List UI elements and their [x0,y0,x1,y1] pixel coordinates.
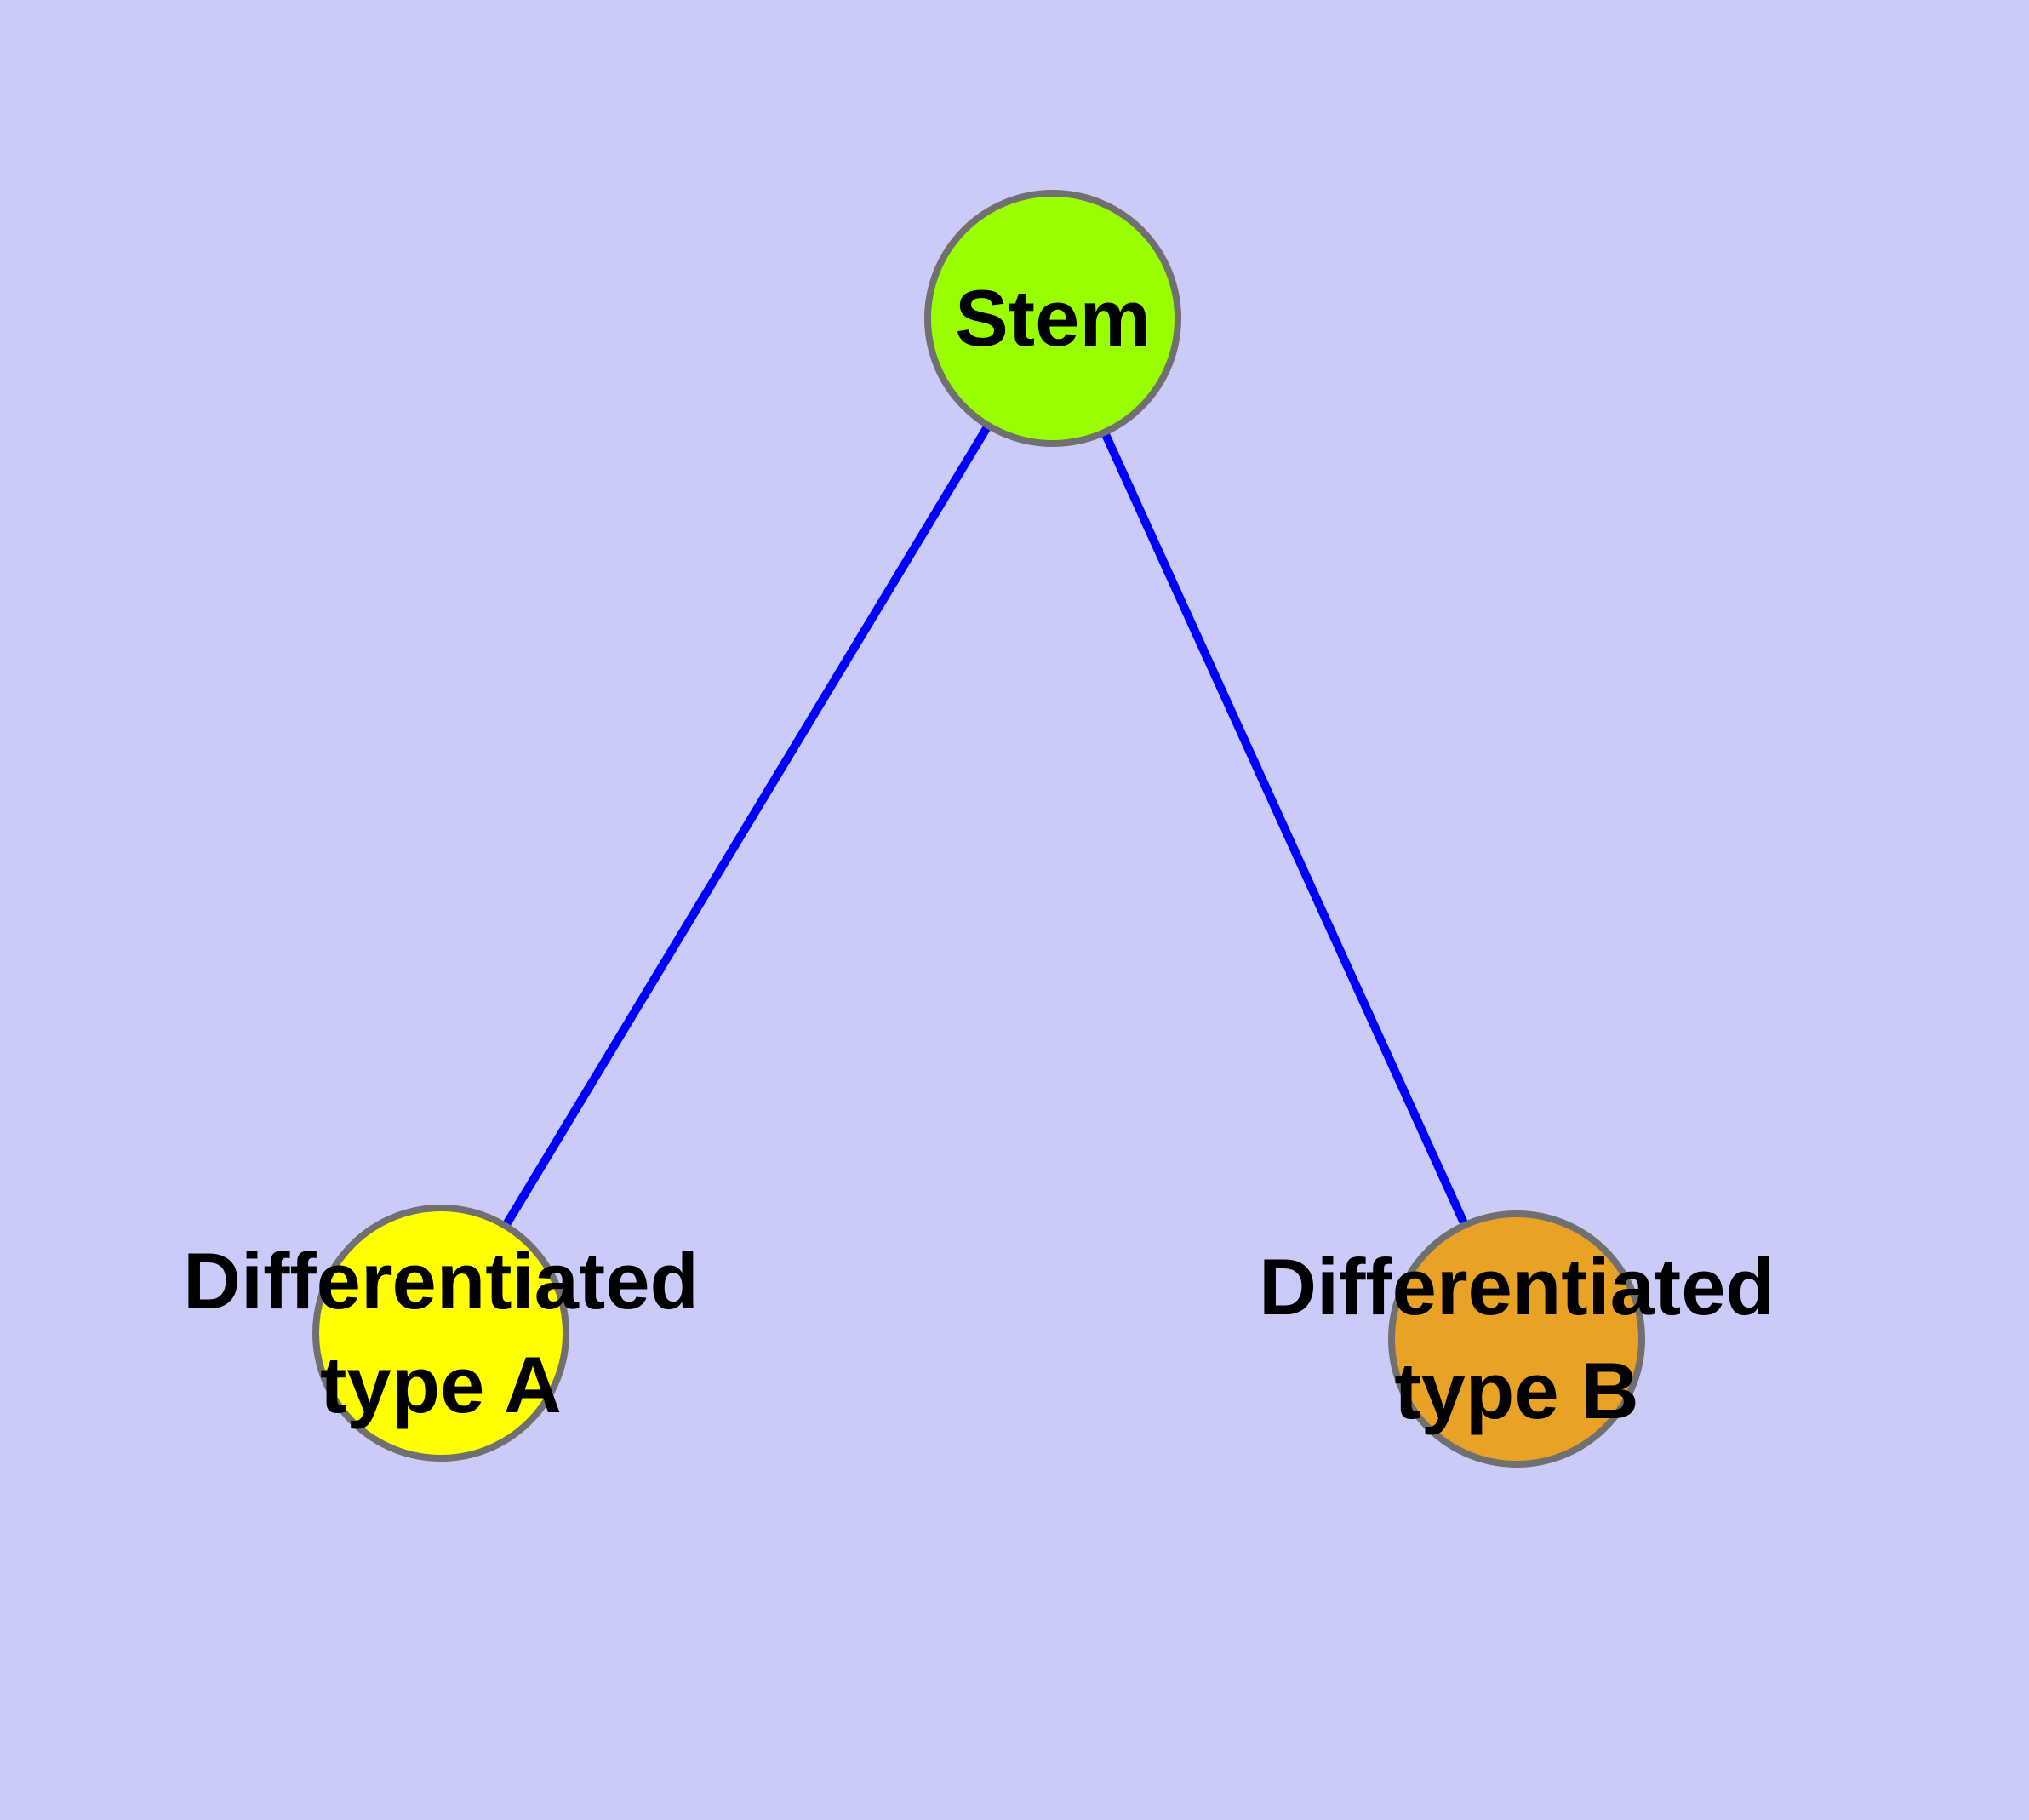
node-differentiated-type-b: Differentiated type B [1259,1210,1775,1468]
node-type-b-label-line2: type B [1394,1346,1639,1435]
node-differentiated-type-a: Differentiated type A [183,1205,699,1462]
edge-stem-to-type-a [437,316,1057,1336]
node-type-b-label-line1: Differentiated [1259,1241,1775,1331]
node-type-a-label-line2: type A [320,1340,562,1429]
node-type-b-label: Differentiated type B [1259,1235,1775,1443]
node-type-a-label: Differentiated type A [183,1229,699,1437]
node-stem: Stem [924,190,1181,447]
node-stem-label-line: Stem [955,272,1151,363]
node-stem-label: Stem [955,266,1151,370]
edge-stem-to-type-b [1049,316,1521,1342]
node-type-a-label-line1: Differentiated [183,1235,699,1325]
